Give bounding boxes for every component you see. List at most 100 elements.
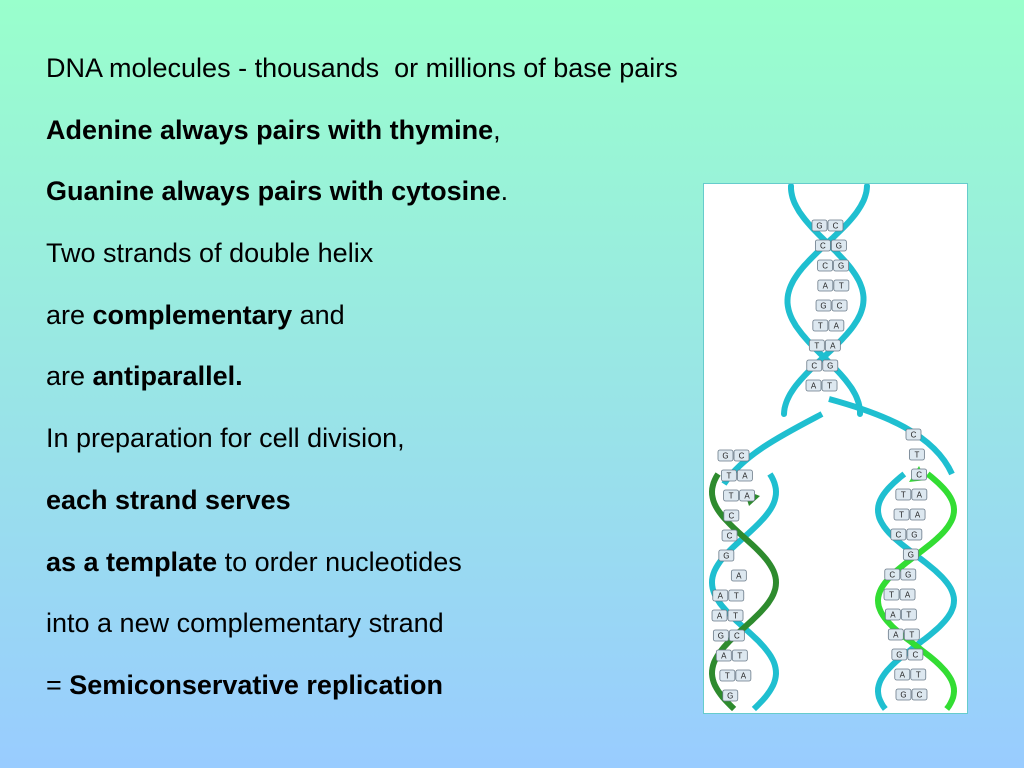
right-pair-right-base-box <box>903 628 920 641</box>
top-pair-right-base-letter: G <box>836 242 842 251</box>
bold-text: complementary <box>92 299 293 330</box>
top-pair-left-base-letter: T <box>814 342 819 351</box>
plain-text: In preparation for cell division, <box>46 423 405 454</box>
right-pair-left-base-box <box>887 628 904 641</box>
top-pair-left-base-letter: A <box>823 282 829 291</box>
right-pair-right-base-letter: T <box>914 451 919 460</box>
left-pair-right-base-letter: C <box>734 632 740 641</box>
right-new-strand <box>874 471 958 711</box>
bold-text: as a template <box>46 546 218 577</box>
top-pair-left-base-letter: C <box>811 362 817 371</box>
left-pair-right-base-box <box>739 489 755 502</box>
plain-text: to order nucleotides <box>217 546 462 577</box>
plain-text: into a new complementary strand <box>46 608 444 639</box>
right-pair-left-base-box <box>895 488 912 501</box>
top-pair-left-base-letter: C <box>820 242 826 251</box>
top-pair-right-base-letter: G <box>838 262 844 271</box>
right-pair-right-base-letter: T <box>906 611 911 620</box>
right-pair-right-base-letter: T <box>916 671 921 680</box>
right-pair-left-base-letter: G <box>900 691 906 700</box>
left-pair-left-base-box <box>723 509 740 522</box>
left-pair-left-base-box <box>718 549 735 562</box>
top-pair-left-base-box <box>815 299 832 312</box>
left-pair-left-base-letter: A <box>717 612 723 621</box>
left-pair-left-base-box <box>711 609 728 622</box>
left-pair-right-base-box <box>733 449 750 462</box>
top-pair-left-base-box <box>812 319 829 332</box>
top-pair-left-base-letter: G <box>820 302 826 311</box>
left-pair-left-base-box <box>712 589 729 602</box>
right-pair-left-base-letter: A <box>893 631 899 640</box>
plain-text: are <box>46 361 93 392</box>
right-pair-right-base-box <box>906 528 923 541</box>
left-pair-right-base-box <box>736 469 753 482</box>
text-line: as a template to order nucleotides <box>46 546 686 608</box>
left-pair-right-base-letter: A <box>744 492 750 501</box>
left-pair-left-base-box <box>722 689 739 702</box>
left-pair-left-base-letter: C <box>728 512 734 521</box>
top-pair-left-base-box <box>805 379 822 392</box>
top-pair-right-base-box <box>828 319 845 332</box>
right-parent-strand <box>874 471 958 711</box>
top-pair-right-base-box <box>831 299 848 312</box>
plain-text: . <box>500 176 509 207</box>
left-pair-left-base-letter: A <box>721 652 727 661</box>
right-pair-left-base-box <box>895 688 912 701</box>
text-line: are antiparallel. <box>46 360 686 422</box>
text-line: Adenine always pairs with thymine, <box>46 114 686 176</box>
top-pair-left-base-letter: T <box>818 322 823 331</box>
right-pair-right-base-letter: C <box>912 651 918 660</box>
right-pair-right-base-letter: A <box>915 511 921 520</box>
right-pair-left-base-letter: A <box>890 611 896 620</box>
top-pair-right-base-letter: T <box>839 282 844 291</box>
text-line: Guanine always pairs with cytosine. <box>46 175 686 237</box>
right-pair-right-base-box <box>902 548 919 561</box>
top-pair-left-base-box <box>817 279 834 292</box>
right-pair-left-base-box <box>883 588 900 601</box>
right-pair-left-base-letter: C <box>895 531 901 540</box>
left-pair-right-base-box <box>735 669 752 682</box>
bold-text: Adenine always pairs with thymine <box>46 114 494 145</box>
left-new-strand <box>708 472 780 712</box>
right-pair-left-base-letter: T <box>889 591 894 600</box>
right-pair-right-base-letter: G <box>911 531 917 540</box>
right-pair-right-base-letter: C <box>916 471 922 480</box>
right-pair-right-base-box <box>899 588 916 601</box>
dna-replication-diagram: G C C G C G A T G C T A T A C G A T G C T A T A C C G A A T A T G C A T T A G C… <box>703 183 968 714</box>
left-pair-left-base-letter: G <box>727 692 733 701</box>
left-pair-right-base-box <box>728 629 745 642</box>
left-pair-left-base-letter: T <box>725 672 730 681</box>
left-pair-right-base-letter: A <box>742 472 748 481</box>
top-pair-left-base-box <box>808 339 825 352</box>
top-pair-left-base-letter: G <box>816 222 822 231</box>
text-line: each strand serves <box>46 484 686 546</box>
right-pair-right-base-box <box>911 468 927 481</box>
left-pair-left-base-letter: G <box>722 452 728 461</box>
left-pair-left-base-letter: T <box>726 472 731 481</box>
top-pair-left-base-box <box>814 239 831 252</box>
fork-strand-right <box>828 396 955 476</box>
right-pair-left-base-box <box>891 648 908 661</box>
left-pair-right-base-letter: T <box>733 612 738 621</box>
top-pair-right-base-box <box>833 279 850 292</box>
left-pair-left-base-box <box>719 669 736 682</box>
right-pair-right-base-letter: A <box>917 491 923 500</box>
plain-text: = <box>46 669 70 700</box>
right-pair-right-base-letter: G <box>905 571 911 580</box>
right-pair-left-base-box <box>890 528 907 541</box>
right-pair-right-base-box <box>905 428 922 441</box>
right-pair-right-base-letter: C <box>917 691 923 700</box>
right-pair-right-base-box <box>909 508 926 521</box>
plain-text: are <box>46 299 93 330</box>
left-pair-left-base-box <box>723 489 739 502</box>
right-pair-left-base-letter: C <box>889 571 895 580</box>
top-pair-right-base-letter: C <box>833 222 839 231</box>
right-pair-left-base-box <box>884 608 901 621</box>
right-pair-left-base-box <box>884 568 901 581</box>
top-pair-right-base-letter: C <box>837 302 843 311</box>
text-line: Two strands of double helix <box>46 237 686 299</box>
left-pair-left-base-letter: A <box>718 592 724 601</box>
left-pair-right-base-letter: A <box>736 572 742 581</box>
right-pair-right-base-letter: A <box>905 591 911 600</box>
left-pair-left-base-letter: G <box>723 552 729 561</box>
